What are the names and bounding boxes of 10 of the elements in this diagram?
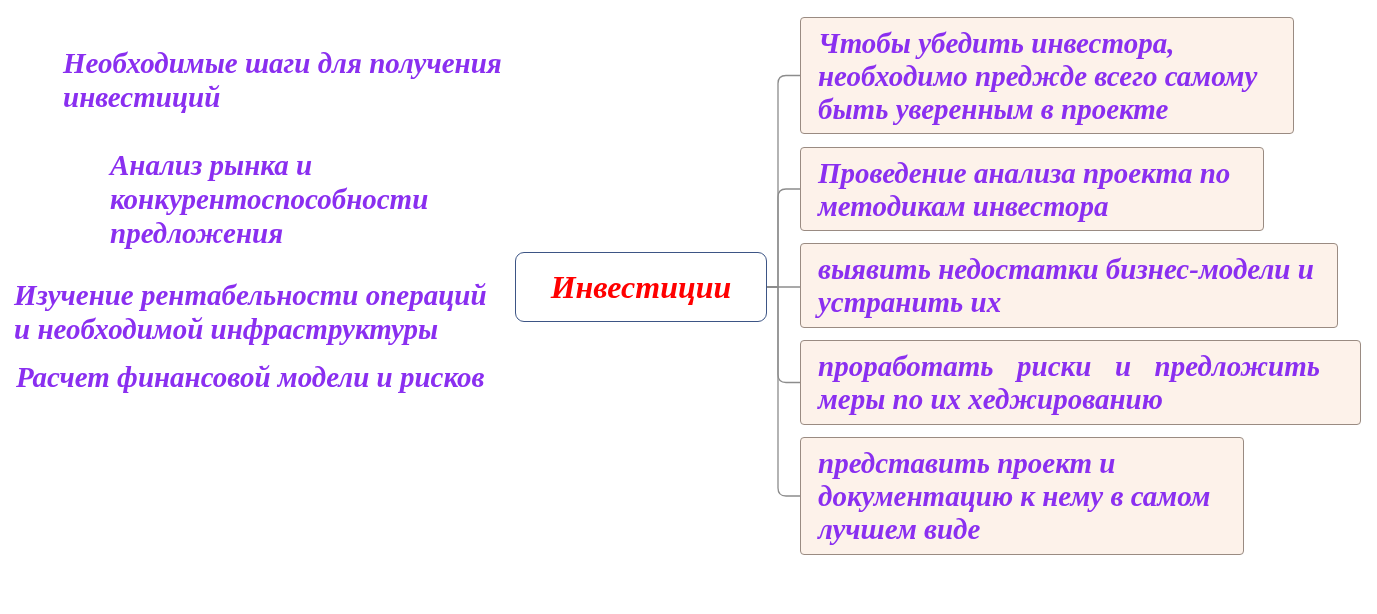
heading-text: Необходимые шаги для получения инвестиций — [63, 46, 503, 114]
process-box: Проведение анализа проекта по методикам инвестора — [800, 147, 1264, 231]
process-box: выявить недостатки бизнес-модели и устранить их — [800, 243, 1338, 328]
step-text: Расчет финансовой модели и рисков — [16, 360, 486, 394]
process-box: проработать риски и предложить меры по их хеджированию — [800, 340, 1361, 425]
process-box: Чтобы убедить инвестора, необходимо преджде всего самому быть уверенным в проекте — [800, 17, 1294, 134]
topic-box: Инвестиции — [515, 252, 767, 322]
step-text: Анализ рынка и конкурентоспособности предложения — [110, 148, 430, 250]
step-text: Изучение рентабельности операций и необходимой инфраструктуры — [14, 278, 488, 346]
process-box: представить проект и документацию к нему в самом лучшем виде — [800, 437, 1244, 555]
